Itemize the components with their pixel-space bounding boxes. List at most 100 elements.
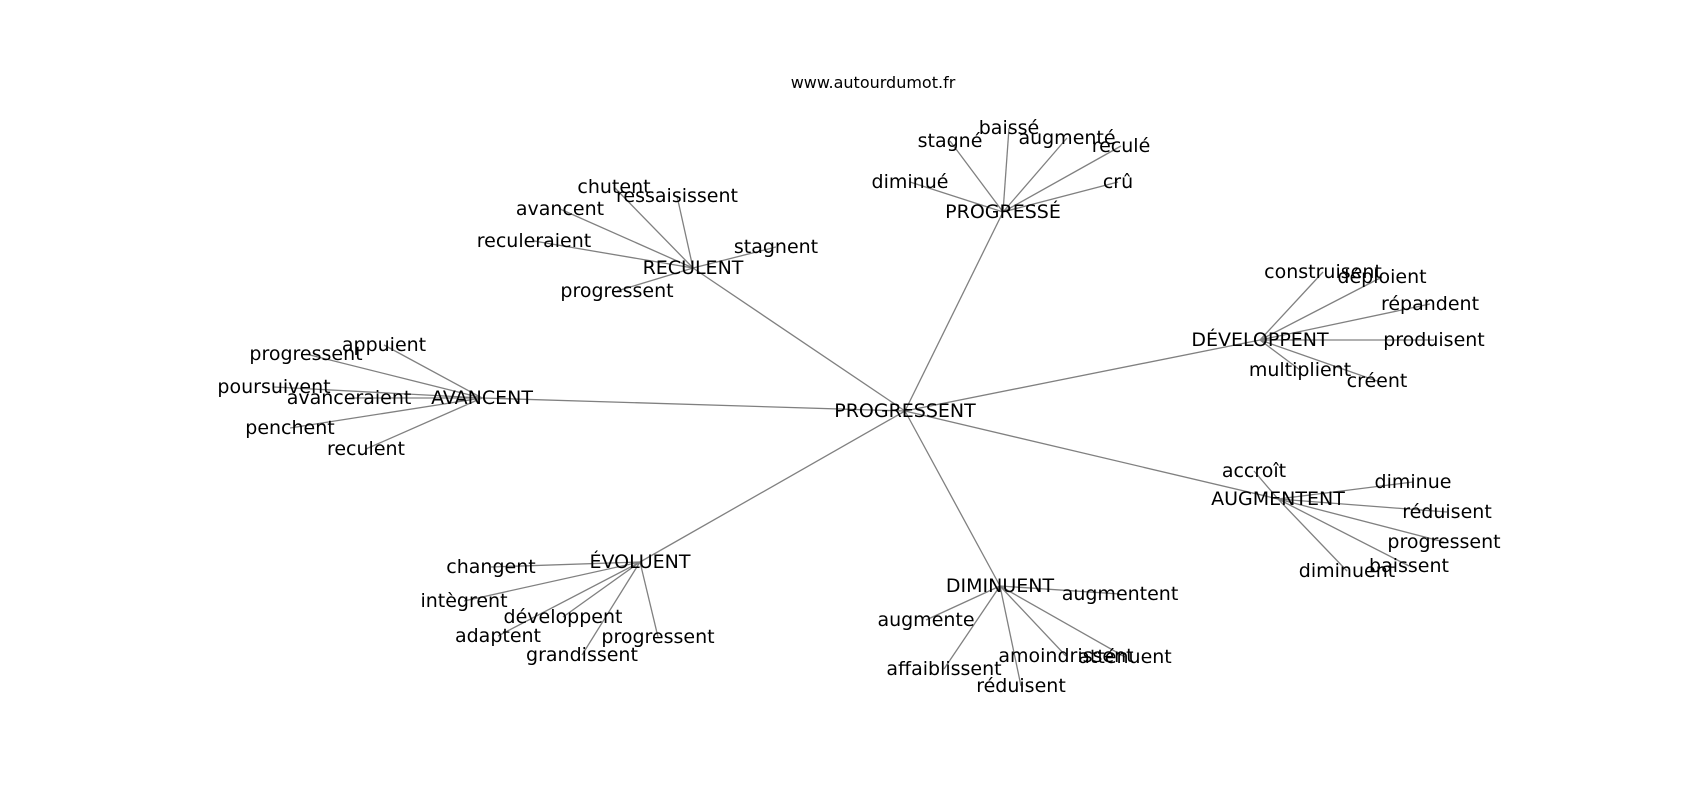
leaf-node: atténuent: [1078, 646, 1172, 668]
edge-progresse-leaf: [1002, 181, 1119, 213]
edge-diminuent-leaf: [925, 585, 1001, 621]
leaf-node: diminue: [1375, 471, 1452, 493]
edge-center-reculent: [692, 267, 906, 412]
hub-node-avancent: AVANCENT: [431, 387, 533, 409]
leaf-node: baissent: [1369, 555, 1449, 577]
leaf-node: augmente: [877, 609, 974, 631]
edge-evoluent-leaf: [562, 561, 641, 618]
leaf-node: ressaisissent: [616, 185, 738, 207]
hub-node-developpent: DÉVELOPPENT: [1191, 328, 1329, 351]
edge-evoluent-leaf: [581, 561, 641, 656]
center-node: PROGRESSENT: [834, 400, 976, 422]
edge-developpent-leaf: [1259, 303, 1431, 341]
edge-developpent-leaf: [1259, 276, 1383, 341]
leaf-node: crû: [1103, 171, 1133, 193]
edge-diminuent-leaf: [943, 585, 1001, 670]
leaf-node: chutent: [577, 176, 650, 198]
leaf-node: augmenté: [1018, 127, 1115, 149]
leaf-node: augmentent: [1062, 583, 1179, 605]
edge-reculent-leaf: [692, 246, 777, 269]
leaf-node: diminué: [872, 171, 949, 193]
leaf-node: diminuent: [1299, 560, 1395, 582]
edge-reculent-leaf: [613, 186, 694, 269]
edge-developpent-leaf: [1259, 339, 1301, 371]
leaf-node: adaptent: [455, 625, 541, 647]
leaf-node: progressent: [601, 626, 714, 648]
leaf-node: affaiblissent: [886, 658, 1001, 680]
edge-reculent-leaf: [676, 195, 694, 269]
edge-center-developpent: [904, 339, 1261, 412]
leaf-node: reculent: [327, 438, 405, 460]
edge-avancent-leaf: [305, 353, 483, 399]
edge-augmentent-leaf: [1277, 498, 1445, 543]
edge-center-avancent: [481, 397, 906, 412]
edge-center-evoluent: [639, 410, 906, 563]
leaf-node: grandissent: [526, 644, 638, 666]
leaf-node: appuient: [342, 334, 426, 356]
edge-augmentent-leaf: [1253, 470, 1279, 500]
edge-avancent-leaf: [383, 344, 483, 399]
leaf-node: stagnent: [734, 236, 818, 258]
edge-progresse-leaf: [949, 140, 1004, 213]
edge-developpent-leaf: [1259, 339, 1378, 382]
leaf-node: progressent: [560, 280, 673, 302]
hub-node-diminuent: DIMINUENT: [946, 575, 1055, 597]
leaf-node: changent: [446, 556, 535, 578]
leaf-node: développent: [504, 606, 623, 628]
leaf-node: avancent: [516, 198, 604, 220]
leaf-node: répandent: [1381, 293, 1479, 315]
edge-progresse-leaf: [909, 181, 1004, 213]
hub-node-progresse: PROGRESSÉ: [945, 200, 1061, 223]
edge-avancent-leaf: [365, 397, 483, 450]
leaf-node: réduisent: [976, 675, 1066, 697]
edge-center-progresse: [904, 211, 1004, 412]
leaf-node: amoindrissent: [998, 645, 1133, 667]
leaf-node: accroît: [1222, 460, 1286, 482]
hub-node-evoluent: ÉVOLUENT: [590, 550, 691, 573]
edge-center-diminuent: [904, 410, 1001, 587]
edge-progresse-leaf: [1002, 145, 1122, 213]
edge-evoluent-leaf: [490, 561, 641, 568]
edge-progresse-leaf: [1002, 137, 1068, 213]
edge-reculent-leaf: [616, 267, 694, 292]
leaf-node: reculé: [1092, 135, 1151, 157]
edge-reculent-leaf: [533, 240, 694, 269]
edge-augmentent-leaf: [1277, 498, 1448, 513]
leaf-node: avanceraient: [287, 387, 412, 409]
leaf-node: déploient: [1337, 266, 1426, 288]
edge-augmentent-leaf: [1277, 498, 1410, 567]
leaf-node: baissé: [979, 117, 1039, 139]
leaf-node: intègrent: [420, 590, 507, 612]
leaf-node: penchent: [245, 417, 334, 439]
edge-diminuent-leaf: [999, 585, 1022, 687]
hub-node-augmentent: AUGMENTENT: [1211, 488, 1345, 510]
edge-augmentent-leaf: [1277, 498, 1348, 572]
edge-reculent-leaf: [559, 208, 694, 269]
leaf-node: stagné: [918, 130, 983, 152]
edge-evoluent-leaf: [497, 561, 641, 637]
source-label: www.autourdumot.fr: [791, 73, 956, 92]
edge-developpent-leaf: [1259, 271, 1324, 341]
edge-progresse-leaf: [1002, 127, 1010, 213]
edge-augmentent-leaf: [1277, 481, 1414, 500]
edge-diminuent-leaf: [999, 585, 1067, 657]
labels-layer: PROGRESSENTdiminuéstagnébaisséaugmentére…: [217, 117, 1500, 697]
leaf-node: créent: [1347, 370, 1408, 392]
leaf-node: reculeraient: [477, 230, 591, 252]
edge-diminuent-leaf: [999, 585, 1126, 658]
leaf-node: produisent: [1383, 329, 1485, 351]
leaf-node: réduisent: [1402, 501, 1492, 523]
edge-avancent-leaf: [273, 386, 483, 399]
hub-node-reculent: RECULENT: [643, 257, 744, 279]
edge-evoluent-leaf: [463, 561, 641, 602]
edges-layer: [273, 127, 1448, 687]
edge-diminuent-leaf: [999, 585, 1121, 595]
edge-evoluent-leaf: [639, 561, 659, 638]
leaf-node: progressent: [249, 343, 362, 365]
leaf-node: construisent: [1264, 261, 1382, 283]
leaf-node: multiplient: [1249, 359, 1351, 381]
leaf-node: progressent: [1387, 531, 1500, 553]
leaf-node: poursuivent: [217, 376, 330, 398]
edge-center-augmentent: [904, 410, 1279, 500]
